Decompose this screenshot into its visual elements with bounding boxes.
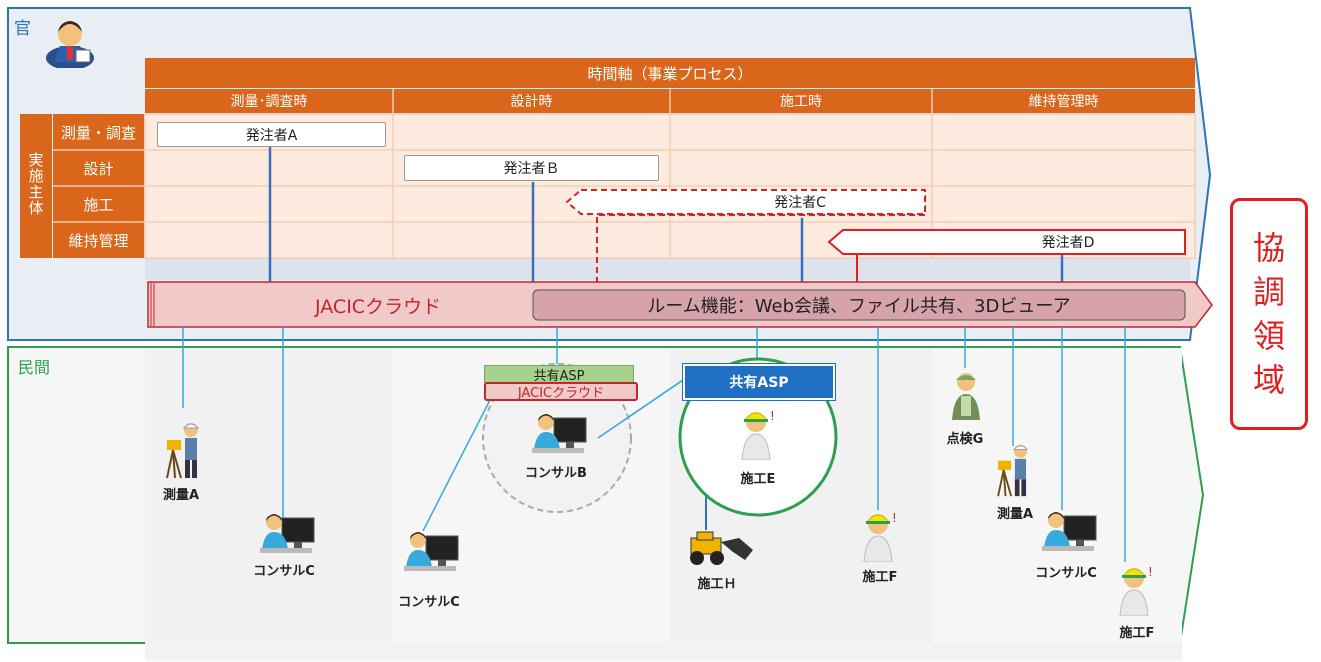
bulldozer-icon xyxy=(690,531,753,565)
timeline-title: 時間軸（事業プロセス） xyxy=(587,64,753,83)
surveyor-icon xyxy=(997,444,1029,497)
cooperation-char-3: 領 xyxy=(1252,317,1285,355)
actor-const-h: 施工Ｈ xyxy=(697,577,737,592)
cooperation-char-4: 域 xyxy=(1252,361,1285,399)
actor-consul-c-3: コンサルC xyxy=(1035,566,1097,581)
phase-design: 設計時 xyxy=(510,94,553,110)
row-construction: 施工 xyxy=(83,195,114,214)
actor-survey-a-left: 測量A xyxy=(162,488,200,503)
phase-survey: 測量･調査時 xyxy=(230,94,308,110)
actor-const-f-2: 施工F xyxy=(1119,626,1155,641)
government-label: 官 xyxy=(14,19,31,39)
row-survey: 測量・調査 xyxy=(60,123,136,142)
room-function-box xyxy=(532,289,1186,321)
implementer-char-1: 実 xyxy=(28,151,44,169)
issuer-c-arrow xyxy=(565,189,926,215)
row-design: 設計 xyxy=(83,159,114,178)
cooperation-char-2: 調 xyxy=(1252,273,1285,311)
implementer-char-3: 主 xyxy=(28,183,44,201)
cooperation-area-box: 協 調 領 域 xyxy=(1230,198,1308,430)
svg-text:!: ! xyxy=(1148,565,1153,579)
issuer-a: 発注者A xyxy=(157,122,386,147)
inspector-icon xyxy=(952,373,980,420)
construction-worker-icon: ! xyxy=(741,409,775,460)
construction-worker-icon: ! xyxy=(1119,565,1153,616)
actor-consul-c-2: コンサルC xyxy=(398,595,460,610)
officer-avatar-icon xyxy=(46,21,94,68)
consultant-icon xyxy=(260,514,315,553)
consultant-icon xyxy=(532,414,587,453)
cooperation-char-1: 協 xyxy=(1252,229,1285,267)
timeline-header xyxy=(145,58,1195,88)
issuer-c: 発注者C xyxy=(774,195,826,211)
surveyor-icon xyxy=(166,423,200,479)
actor-const-e: 施工E xyxy=(740,472,776,487)
issuer-d-arrow xyxy=(827,229,1186,255)
actor-survey-a-right: 測量A xyxy=(996,507,1034,522)
implementer-char-2: 施 xyxy=(28,167,44,185)
consultant-icon xyxy=(404,532,459,571)
shared-asp-blue-tag: 共有ASP xyxy=(683,364,835,400)
actor-consul-c-1: コンサルC xyxy=(253,564,315,579)
construction-worker-icon: ! xyxy=(863,511,897,562)
phase-maintenance: 維持管理時 xyxy=(1028,94,1099,110)
issuer-d: 発注者D xyxy=(1041,235,1095,251)
svg-text:!: ! xyxy=(770,409,775,423)
actor-consul-b: コンサルB xyxy=(525,466,587,481)
issuer-b: 発注者Ｂ xyxy=(404,155,659,181)
actor-inspect-g: 点検G xyxy=(946,432,984,447)
room-function-label: ルーム機能：Web会議、ファイル共有、3Dビューア xyxy=(647,296,1071,317)
row-maintenance: 維持管理 xyxy=(68,231,129,250)
svg-text:!: ! xyxy=(892,511,897,525)
shared-asp-green-tag: 共有ASP xyxy=(484,365,634,384)
jacic-cloud-title: JACICクラウド xyxy=(315,296,442,318)
actor-const-f-1: 施工F xyxy=(862,570,898,585)
phase-construction: 施工時 xyxy=(780,94,822,110)
implementer-char-4: 体 xyxy=(28,199,44,217)
consultant-icon xyxy=(1042,512,1097,551)
jacic-cloud-small-tag: JACICクラウド xyxy=(484,382,638,401)
private-label: 民間 xyxy=(18,358,51,377)
